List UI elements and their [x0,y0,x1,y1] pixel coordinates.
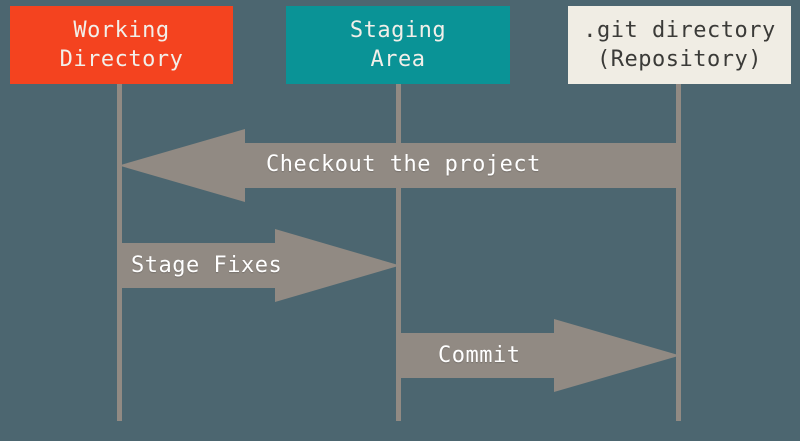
lifeline-staging-area [396,83,401,421]
node-working-directory-line2: Directory [59,47,184,72]
arrow-label-stage-fixes: Stage Fixes [131,253,283,278]
node-repository: .git directory (Repository) [568,6,791,84]
arrow-commit [398,319,680,392]
arrow-stage-fixes [119,229,400,302]
node-staging-area-line1: Staging [349,17,447,43]
node-working-directory-line1: Working [73,17,170,43]
node-staging-area: Staging Area [286,6,510,84]
lifeline-repository [676,83,681,421]
lifeline-working-directory [117,83,122,421]
node-staging-area-line2: Area [370,47,426,72]
arrow-label-checkout: Checkout the project [266,152,541,177]
arrow-label-commit: Commit [438,343,521,368]
node-repository-line2: (Repository) [597,47,762,72]
node-working-directory: Working Directory [10,6,233,84]
node-repository-line1: .git directory [583,17,776,43]
